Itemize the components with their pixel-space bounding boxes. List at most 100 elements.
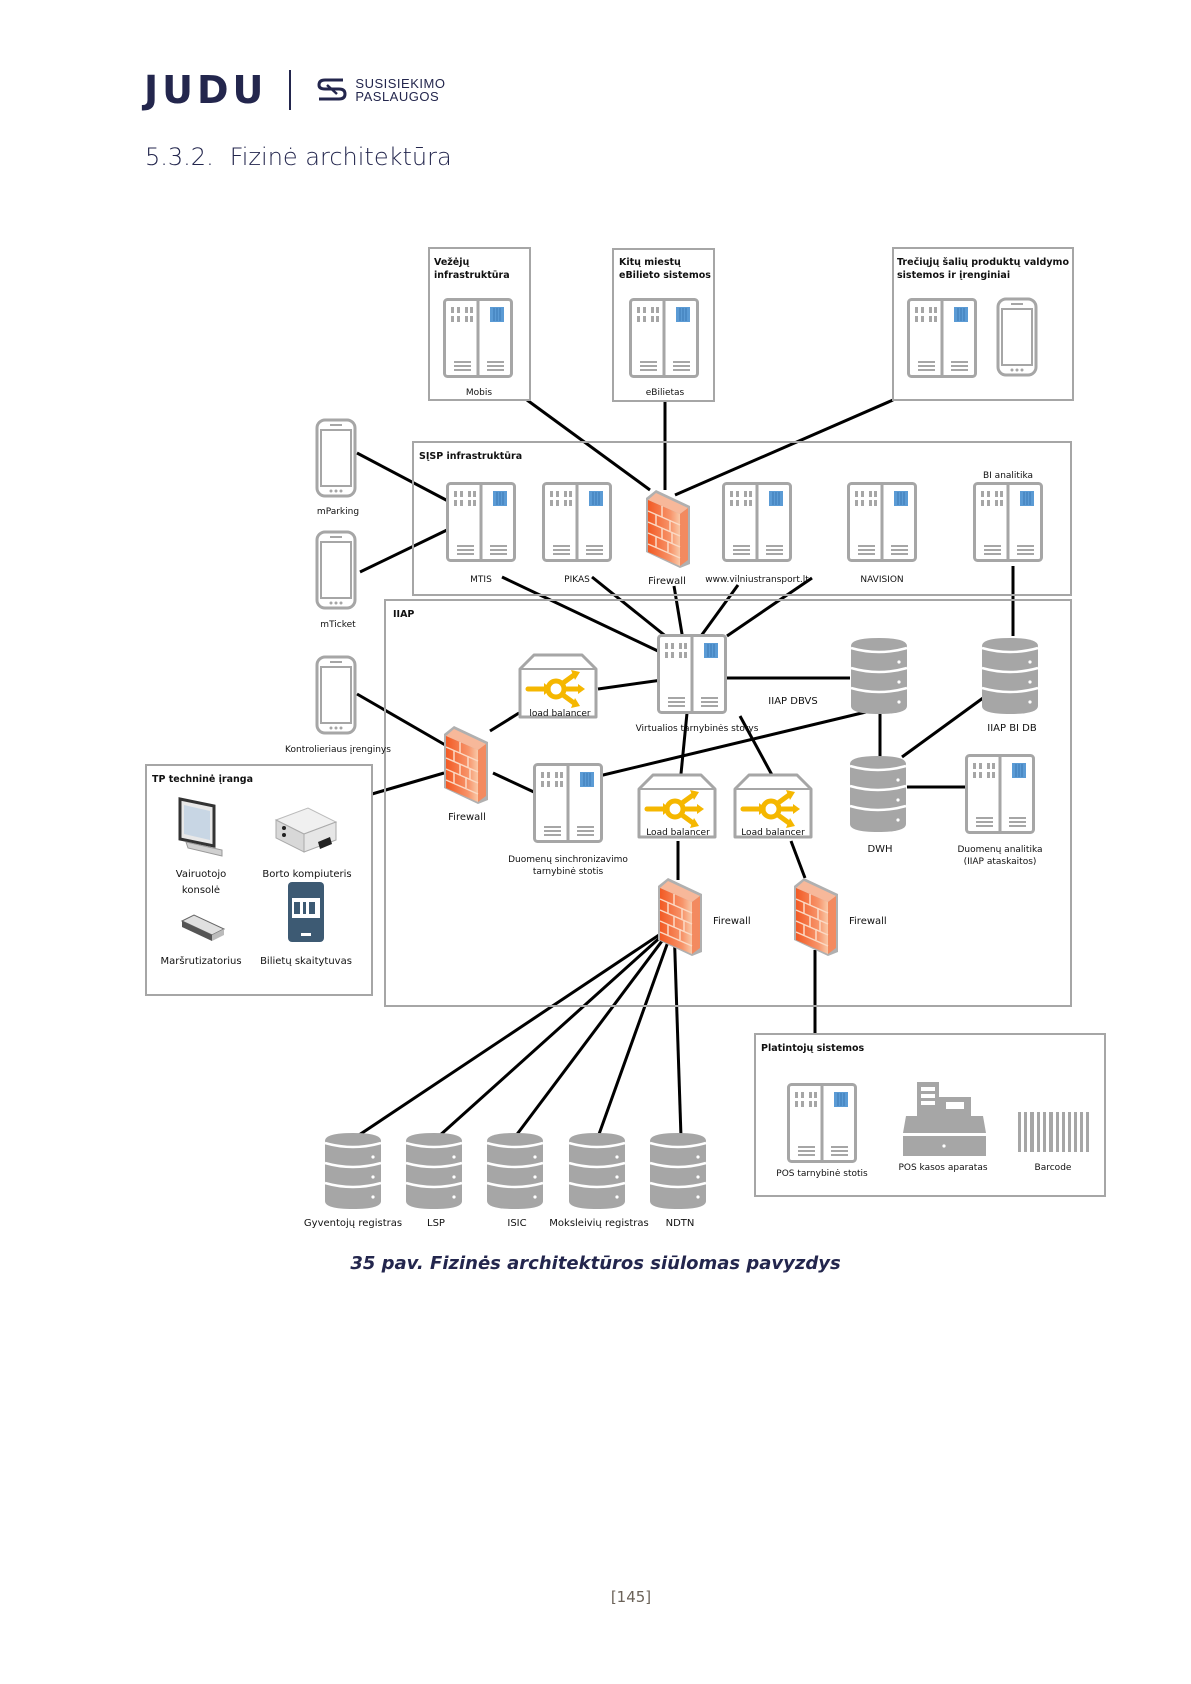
node-label-iiap-bi-db: IIAP BI DB [987,723,1037,734]
group-title-iiap: IIAP [393,609,414,620]
section-title: Fizinė architektūra [229,143,452,171]
group-title-tp: TP techninė įranga [152,774,253,785]
node-label-pikas: PIKAS [564,575,590,585]
group-title-sisp: SĮSP infrastruktūra [419,451,522,462]
susisiekimo-paslaugos-logo: SUSISIEKIMO PASLAUGOS [315,76,445,104]
server-icon-data-analytics [965,754,1035,834]
node-label-bi-analytics: BI analitika [983,471,1033,481]
node-label-virtual-servers: Virtualios tarnybinės stotys [636,724,759,734]
server-icon-vilniustransport [722,482,792,562]
node-label-lsp: LSP [427,1218,445,1229]
node-label-pos-register: POS kasos aparatas [898,1163,987,1173]
node-label-sync-l2: tarnybinė stotis [533,867,604,877]
line-bidb-dwh [901,696,984,759]
frame-iiap [384,599,1072,1007]
line-sync-dbvs [598,710,867,778]
group-title-other-cities-l1: Kitų miestų [619,257,681,268]
database-icon-isic [485,1131,545,1211]
header-logo: JUDU SUSISIEKIMO PASLAUGOS [144,68,445,112]
firewall-icon-bottom-2 [793,877,839,957]
node-label-analytics-l2: (IIAP ataskaitos) [964,857,1037,867]
logo-text-line2: PASLAUGOS [355,89,440,104]
line-tp-firewall [371,771,445,796]
node-label-firewall-bottom-2: Firewall [849,916,887,927]
server-icon-sync [533,763,603,843]
line-mticket-mtis [359,528,448,574]
database-icon-lsp [404,1131,464,1211]
phone-icon-third-party [996,297,1038,377]
line-web-virtual [699,584,740,637]
node-label-load-balancer-1: load balancer [529,709,591,719]
ticket-reader-icon [288,882,324,942]
node-label-mtis: MTIS [470,575,492,585]
logo-divider [289,70,292,110]
computer-icon-onboard [274,807,338,853]
database-icon-iiap-bi-db [980,636,1040,716]
server-icon-pikas [542,482,612,562]
phone-icon-mticket [315,530,357,610]
node-label-ndtn: NDTN [666,1218,695,1229]
database-icon-population-registry [323,1131,383,1211]
line-mtis-virtual [501,575,661,654]
line-lb3-firewall [789,840,807,879]
node-label-firewall-bottom-1: Firewall [713,916,751,927]
line-firewall-lsp [436,923,676,1139]
node-label-firewall-left: Firewall [448,812,486,823]
firewall-icon-left [443,725,489,805]
connection-lines [355,398,1015,1139]
group-title-distributors: Platintojų sistemos [761,1043,865,1054]
node-label-vilniustransport: www.vilniustransport.lt [705,575,809,585]
node-label-firewall-top: Firewall [648,576,686,587]
server-icon-mtis [446,482,516,562]
node-label-driver-console-l2: konsolė [182,885,220,896]
node-label-onboard-computer: Borto kompiuteris [262,869,351,880]
node-label-router: Maršrutizatorius [160,955,241,967]
node-label-pos-server: POS tarnybinė stotis [776,1169,868,1179]
line-virtual-lb3 [738,715,774,776]
node-label-driver-console-l1: Vairuotojo [176,869,226,880]
server-icon-third-party [907,298,977,378]
node-label-controller: Kontrolieriaus įrenginys [285,745,391,755]
server-icon-mobis [443,298,513,378]
page-number: [145] [610,1588,652,1606]
firewall-icon-top [645,489,691,569]
database-icon-student-registry [567,1131,627,1211]
router-icon [180,914,226,941]
node-label-student-registry: Moksleivių registras [549,1218,648,1229]
node-label-iiap-dbvs: IIAP DBVS [768,696,817,707]
node-label-load-balancer-3: Load balancer [741,828,805,838]
line-firewall-isic [513,924,676,1138]
line-firewall-ndtn [672,924,683,1138]
group-title-third-party-l1: Trečiųjų šalių produktų valdymo [897,257,1069,268]
line-pikas-virtual [591,575,669,640]
judu-logo: JUDU [144,68,268,112]
line-thirdparty-firewall [674,398,894,497]
line-virtual-lb2 [678,712,689,785]
section-number: 5.3.2. [145,143,214,171]
node-label-mobis: Mobis [466,388,492,398]
node-label-navision: NAVISION [860,575,903,585]
database-icon-ndtn [648,1131,708,1211]
node-label-population-registry: Gyventojų registras [304,1218,402,1229]
line-mobis-firewall [526,398,651,492]
node-label-load-balancer-2: Load balancer [646,828,710,838]
line-lb1-virtual [597,678,663,691]
frame-sisp [412,441,1072,596]
node-label-ebilietas: eBilietas [646,388,685,398]
server-icon-ebilietas [629,298,699,378]
line-firewall-lb1 [489,711,520,733]
server-icon-bi-analytics [973,482,1043,562]
node-label-dwh: DWH [867,844,892,855]
group-title-third-party-l2: sistemos ir įrenginiai [897,270,1010,281]
node-label-sync-l1: Duomenų sinchronizavimo [508,855,628,865]
group-title-external-infra-l1: Vežėjų [434,257,470,268]
node-label-mparking: mParking [317,507,359,517]
phone-icon-mparking [315,418,357,498]
logo-text-line1: SUSISIEKIMO [355,76,446,91]
node-label-analytics-l1: Duomenų analitika [957,845,1042,855]
line-firewall-moksleiviu [596,924,676,1138]
load-balancer-icon-1 [520,655,596,717]
node-label-isic: ISIC [507,1218,526,1229]
line-firewall-gyventoju [355,923,675,1139]
